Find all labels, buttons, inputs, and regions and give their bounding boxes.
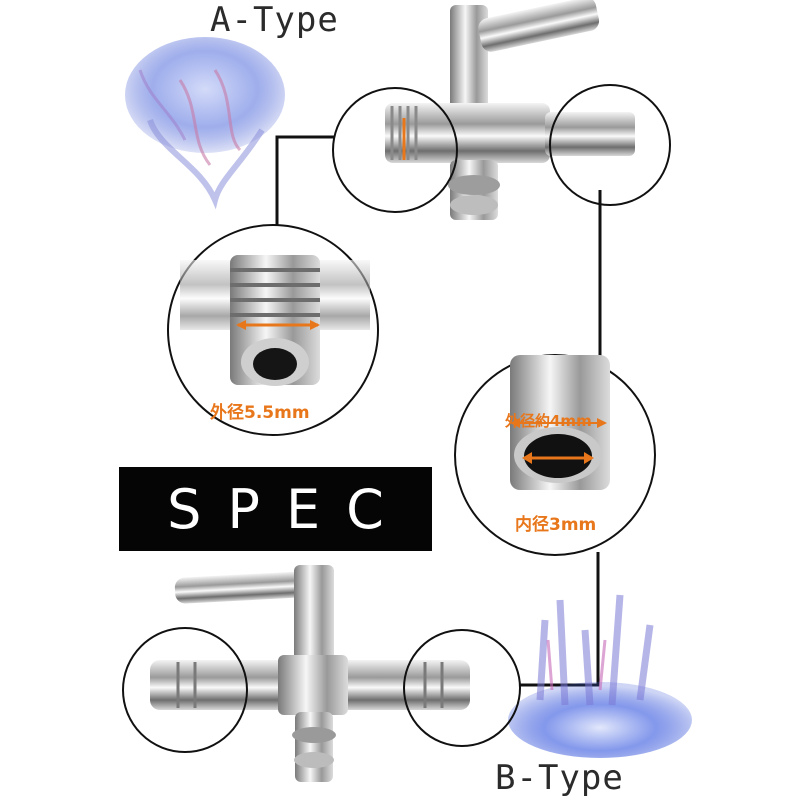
b-type-valve <box>150 565 470 782</box>
magnifier-b-right <box>403 629 521 747</box>
nozzle-inner-diameter: 内径3mm <box>515 515 597 535</box>
nozzle-outer-diameter: 外径約4mm <box>505 412 592 430</box>
magnifier-a-left <box>332 87 458 213</box>
b-type-label: B-Type <box>495 758 624 798</box>
zoom-nozzle <box>454 354 656 556</box>
thread-outer-diameter: 外径5.5mm <box>210 403 310 423</box>
jellyfish-icon <box>125 37 285 210</box>
zoom-thread <box>167 224 379 436</box>
spec-title: SPEC <box>167 477 410 541</box>
jellyfish-icon <box>508 594 692 758</box>
magnifier-b-left <box>122 627 248 753</box>
a-type-valve <box>385 0 635 220</box>
spec-banner: SPEC <box>119 467 432 551</box>
magnifier-a-right <box>549 84 671 206</box>
a-type-label: A-Type <box>210 0 339 40</box>
